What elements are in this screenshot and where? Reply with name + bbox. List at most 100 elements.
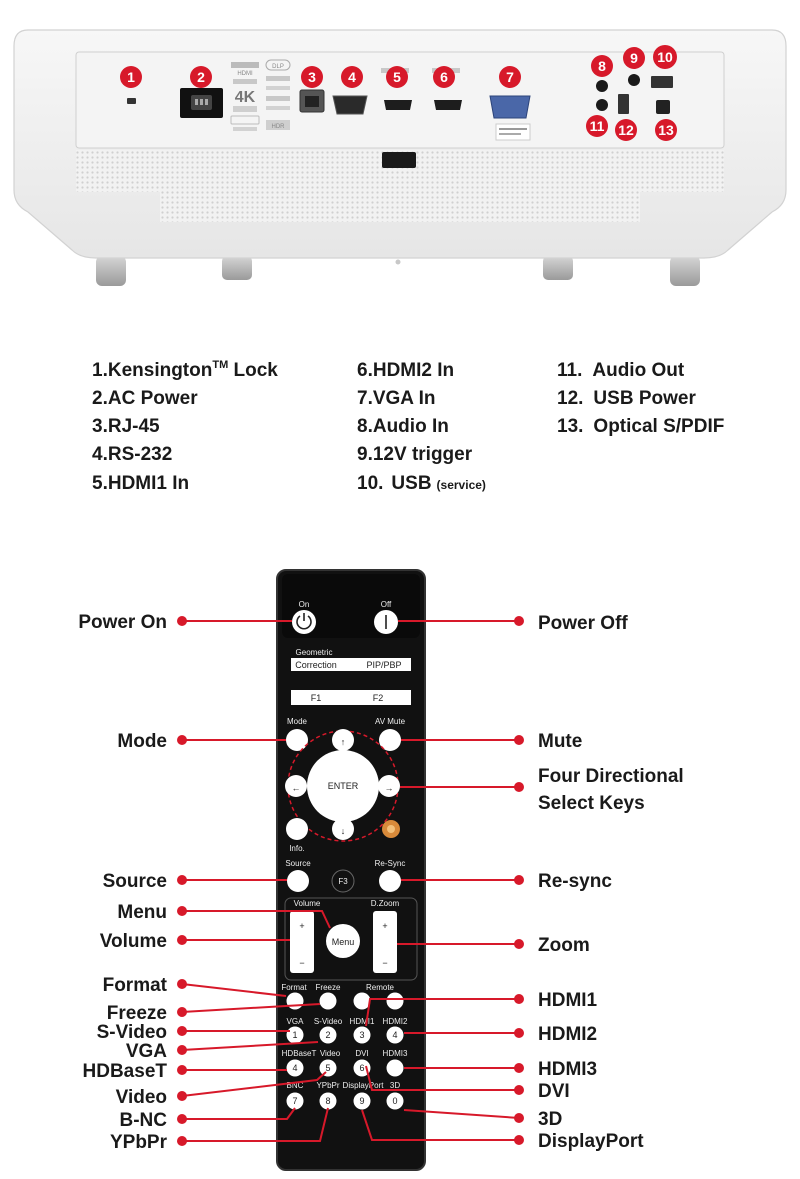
remote-id-button[interactable]	[353, 992, 371, 1010]
info-label: Info.	[289, 844, 305, 853]
info-button[interactable]	[286, 818, 308, 840]
power-icon	[296, 615, 312, 630]
legend-item: 4.RS-232	[92, 444, 172, 465]
port-badge-5	[386, 66, 408, 88]
kensington-slot	[127, 98, 136, 104]
volume-minus-icon: −	[299, 958, 304, 968]
mode-button[interactable]	[286, 729, 308, 751]
resync-label: Re-Sync	[375, 859, 406, 868]
callout-four-directional: Four Directional	[538, 766, 684, 787]
hdmi3-key-label: HDMI3	[383, 1049, 408, 1058]
port-badge-label: 8	[598, 58, 606, 74]
format-button[interactable]	[286, 992, 304, 1010]
legend-item: 7.VGA In	[357, 388, 436, 409]
hdmi1-key-label: HDMI1	[350, 1017, 375, 1026]
port-badge-13	[655, 119, 677, 141]
correction-label: Correction	[295, 660, 337, 670]
f2-label: F2	[373, 693, 384, 703]
port-badge-label: 2	[197, 69, 205, 85]
serial-label	[495, 123, 531, 141]
port-badge-label: 6	[440, 69, 448, 85]
source-label: Source	[285, 859, 311, 868]
bnc-key-label: BNC	[287, 1081, 304, 1090]
key-6-button[interactable]	[353, 1059, 371, 1077]
legend-item: 9.12V trigger	[357, 444, 473, 465]
legend-item: 3.RJ-45	[92, 416, 160, 437]
arrow-up-icon: ↑	[341, 737, 346, 747]
remote-control: On Off Geometric Correction PIP/PBP F1 F…	[276, 569, 426, 1171]
left-button[interactable]	[285, 775, 307, 797]
freeze-button[interactable]	[319, 992, 337, 1010]
callout-hdbaset: HDBaseT	[83, 1061, 168, 1082]
legend-item: 12.USB Power	[557, 388, 696, 409]
remote-all-button[interactable]	[386, 992, 404, 1010]
port-badge-label: 7	[506, 69, 514, 85]
remote-label: Remote	[366, 983, 395, 992]
port-badge-11	[586, 115, 608, 137]
power-on-button[interactable]	[292, 610, 316, 634]
f3-button[interactable]	[331, 869, 355, 893]
hdmi1-port	[384, 100, 412, 110]
right-button[interactable]	[378, 775, 400, 797]
key-3-button[interactable]	[353, 1026, 371, 1044]
key-8-button[interactable]	[319, 1092, 337, 1110]
hdmi3-button[interactable]	[386, 1059, 404, 1077]
callout-dots	[177, 616, 524, 1146]
key-8-label: 8	[325, 1096, 330, 1106]
projector-rear-view: HDMI 4K DLP HDR	[13, 29, 787, 286]
callout-video: Video	[116, 1087, 167, 1108]
key-0-button[interactable]	[386, 1092, 404, 1110]
vga-key-label: VGA	[287, 1017, 305, 1026]
port-badge-label: 12	[618, 122, 634, 138]
zoom-rocker[interactable]	[373, 911, 397, 973]
hdmi-mark: HDMI	[237, 71, 253, 77]
down-button[interactable]	[332, 818, 354, 840]
port-badge-label: 1	[127, 69, 135, 85]
legend-item: 10.USB(service)	[357, 473, 486, 494]
port-badge-label: 4	[348, 69, 356, 85]
dlp-mark: DLP	[272, 64, 284, 70]
f1-f2-button[interactable]	[291, 690, 411, 705]
key-9-label: 9	[359, 1096, 364, 1106]
callout-hdmi2: HDMI2	[538, 1024, 597, 1045]
remote-body	[276, 569, 426, 1171]
legend-item: 8.Audio In	[357, 416, 449, 437]
port-badge-1	[120, 66, 142, 88]
hdmi2-key-label: HDMI2	[383, 1017, 408, 1026]
av-mute-button[interactable]	[379, 729, 401, 751]
4k-mark: 4K	[235, 89, 256, 106]
port-badge-4	[341, 66, 363, 88]
key-9-button[interactable]	[353, 1092, 371, 1110]
3d-key-label: 3D	[390, 1081, 400, 1090]
key-5-button[interactable]	[319, 1059, 337, 1077]
port-badge-3	[301, 66, 323, 88]
legend-item: 11.Audio Out	[557, 360, 685, 381]
geometric-label: Geometric	[296, 648, 333, 657]
key-2-button[interactable]	[319, 1026, 337, 1044]
volume-rocker[interactable]	[290, 911, 314, 973]
mode-label: Mode	[287, 717, 308, 726]
key-4-button[interactable]	[386, 1026, 404, 1044]
port-legend: 1.KensingtonTM Lock 2.AC Power 3.RJ-45 4…	[92, 359, 724, 494]
svideo-key-label: S-Video	[314, 1017, 343, 1026]
freeze-label: Freeze	[316, 983, 341, 992]
key-0-label: 0	[392, 1096, 397, 1106]
projector-foot	[670, 256, 700, 286]
menu-button[interactable]	[326, 924, 360, 958]
video-key-label: Video	[320, 1049, 341, 1058]
up-button[interactable]	[332, 729, 354, 751]
av-mute-label: AV Mute	[375, 717, 406, 726]
source-button[interactable]	[287, 870, 309, 892]
key-1-label: 1	[292, 1030, 297, 1040]
key-7-button[interactable]	[286, 1092, 304, 1110]
key-1-button[interactable]	[286, 1026, 304, 1044]
key-4b-button[interactable]	[286, 1059, 304, 1077]
legend-column-1: 1.KensingtonTM Lock 2.AC Power 3.RJ-45 4…	[92, 359, 278, 494]
enter-button[interactable]	[307, 750, 379, 822]
f1-label: F1	[311, 693, 322, 703]
resync-button[interactable]	[379, 870, 401, 892]
callout-zoom: Zoom	[538, 935, 590, 956]
callout-hdmi1: HDMI1	[538, 990, 598, 1011]
volume-plus-icon: +	[299, 921, 304, 931]
geometric-correction-button[interactable]	[291, 658, 411, 671]
